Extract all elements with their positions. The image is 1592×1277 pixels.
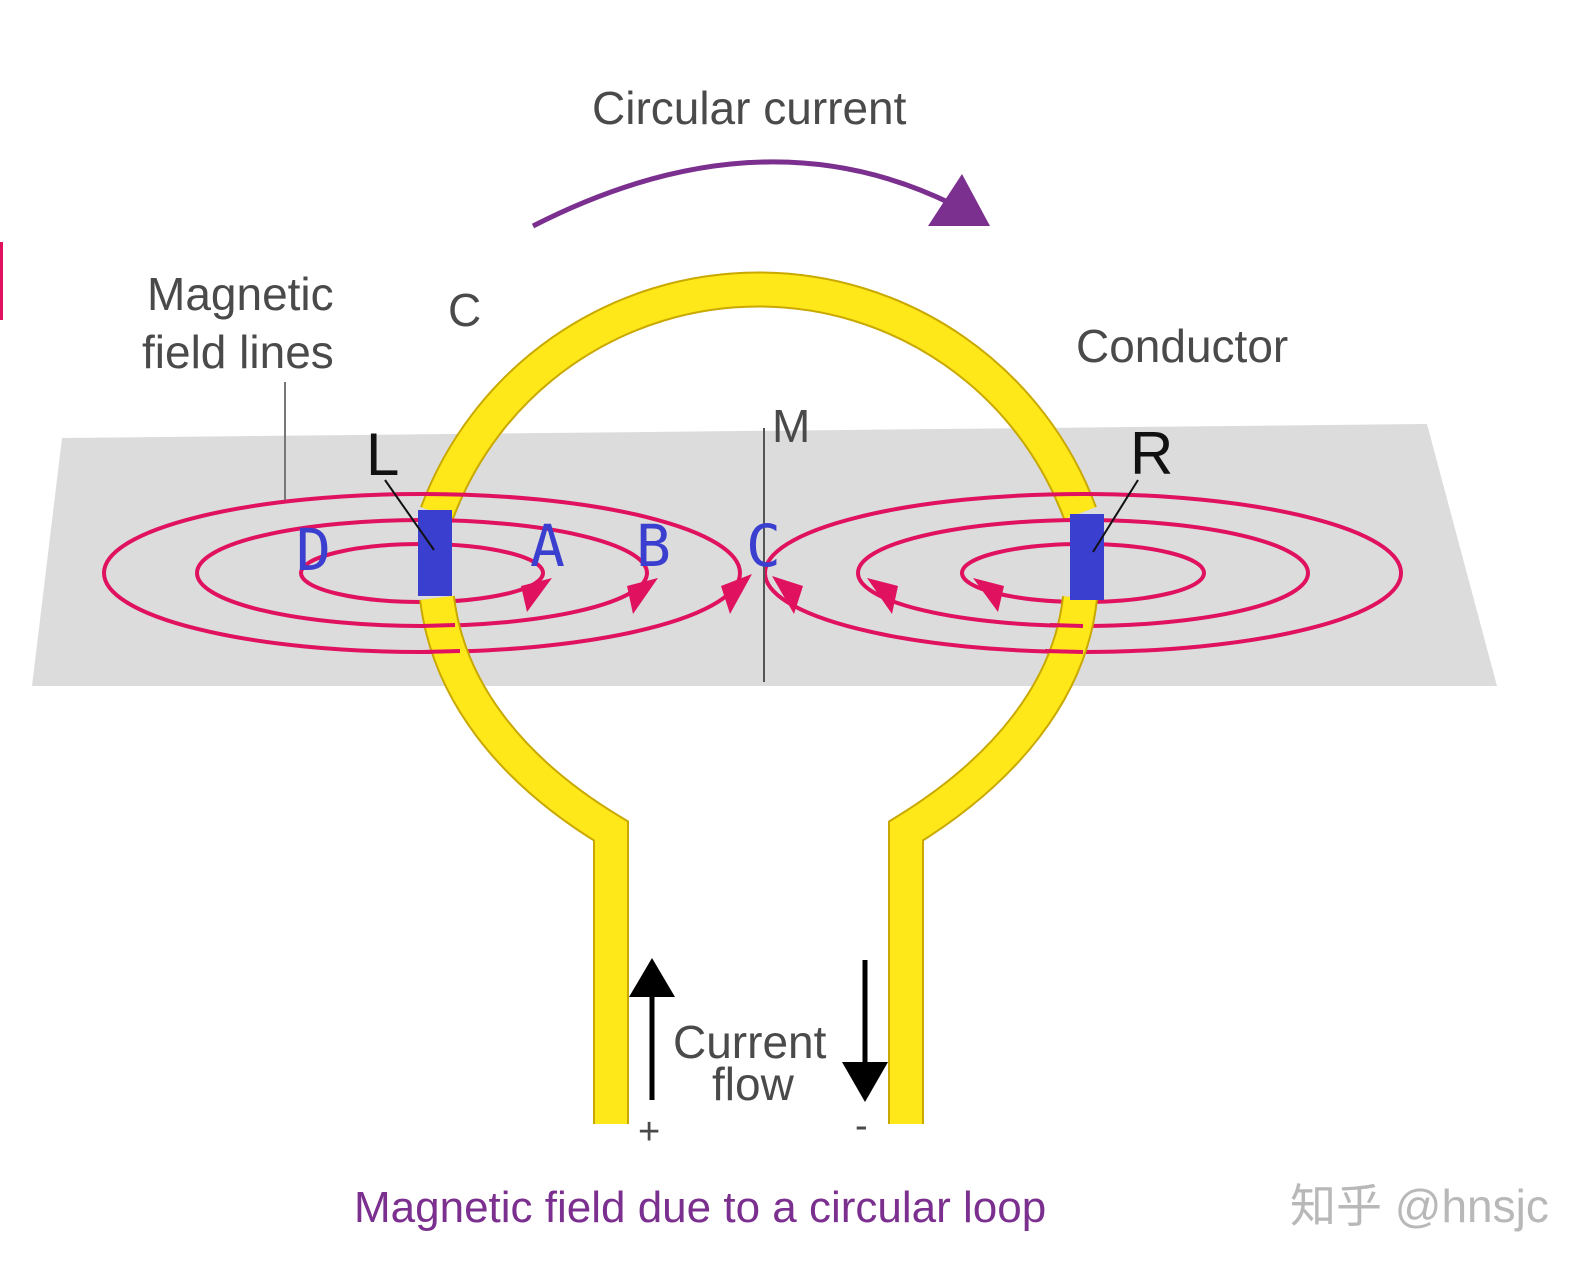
label-m: M bbox=[772, 400, 810, 452]
arrowhead-left-outer bbox=[721, 574, 752, 614]
label-field-lines: field lines bbox=[142, 326, 334, 378]
label-l: L bbox=[366, 421, 399, 488]
caption: Magnetic field due to a circular loop bbox=[354, 1183, 1046, 1232]
arrowhead-right-middle bbox=[867, 578, 898, 614]
watermark: 知乎 @hnsjc bbox=[1290, 1180, 1549, 1232]
point-label-b: B bbox=[636, 512, 671, 580]
label-conductor: Conductor bbox=[1076, 320, 1288, 372]
edge-mark bbox=[0, 242, 3, 320]
circular-current-arrow bbox=[531, 159, 954, 229]
circular-current-arrowhead bbox=[928, 174, 990, 226]
current-down-arrowhead bbox=[842, 1062, 888, 1102]
leader-l bbox=[384, 479, 435, 551]
conductor-upper-arc-fill bbox=[422, 273, 1095, 519]
point-label-c: C bbox=[746, 512, 781, 580]
field-arrowheads bbox=[521, 574, 1004, 614]
point-label-a: A bbox=[530, 512, 565, 580]
label-flow: flow bbox=[712, 1058, 795, 1110]
arrowhead-right-inner bbox=[973, 578, 1004, 612]
leader-r bbox=[1092, 479, 1139, 553]
label-current: Current bbox=[673, 1016, 827, 1068]
label-top-c: C bbox=[448, 284, 481, 336]
arrowhead-left-middle bbox=[627, 578, 658, 614]
current-up-arrowhead bbox=[629, 958, 675, 997]
label-minus: - bbox=[855, 1105, 868, 1147]
label-magnetic: Magnetic bbox=[147, 268, 334, 320]
arrowhead-right-outer bbox=[772, 576, 803, 614]
point-label-d: D bbox=[296, 516, 331, 584]
label-r: R bbox=[1130, 420, 1173, 487]
conductor-lower-fill bbox=[421, 595, 1096, 1124]
arrowhead-left-inner bbox=[521, 578, 552, 612]
label-plus: + bbox=[638, 1111, 660, 1153]
cross-section-right bbox=[1070, 514, 1104, 600]
label-circular-current: Circular current bbox=[592, 82, 907, 134]
cross-section-left bbox=[418, 510, 452, 596]
field-lines-over-conductor bbox=[421, 623, 1084, 654]
